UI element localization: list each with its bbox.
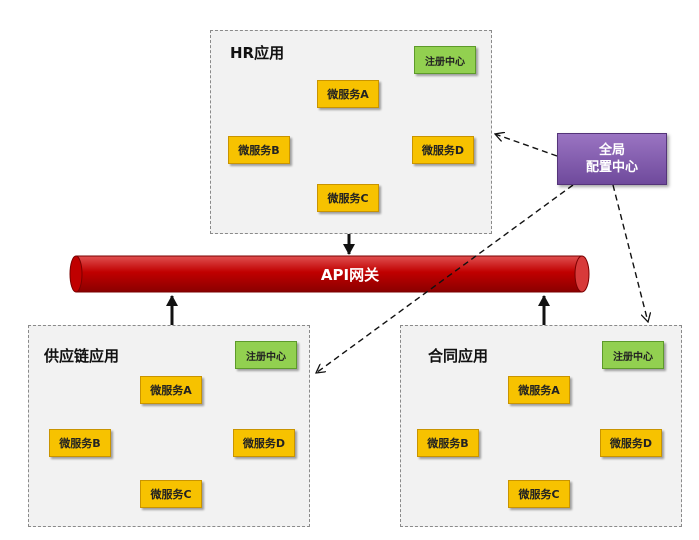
- contract-app-title: 合同应用: [428, 347, 489, 365]
- supply-service-d: 微服务D: [233, 429, 295, 457]
- global-config-center: 全局 配置中心: [557, 133, 667, 185]
- config-to-contract-arrow: [612, 184, 648, 322]
- contract-service-c: 微服务C: [508, 480, 570, 508]
- hr-service-b: 微服务B: [228, 136, 290, 164]
- api-gateway-label: API网关: [320, 266, 380, 284]
- supply-app-title: 供应链应用: [44, 347, 120, 365]
- supply-service-a: 微服务A: [140, 376, 202, 404]
- supply-service-b: 微服务B: [49, 429, 111, 457]
- supply-registry-center: 注册中心: [235, 341, 297, 369]
- config-to-hr-arrow: [495, 134, 558, 157]
- contract-service-a: 微服务A: [508, 376, 570, 404]
- api-gateway-pipe: [69, 255, 590, 293]
- hr-service-c: 微服务C: [317, 184, 379, 212]
- hr-service-a: 微服务A: [317, 80, 379, 108]
- config-to-supply-arrow: [316, 184, 574, 373]
- contract-service-b: 微服务B: [417, 429, 479, 457]
- contract-service-d: 微服务D: [600, 429, 662, 457]
- contract-registry-center: 注册中心: [602, 341, 664, 369]
- global-config-line2: 配置中心: [585, 160, 638, 175]
- hr-registry-center: 注册中心: [414, 46, 476, 74]
- global-config-line1: 全局: [598, 143, 625, 158]
- supply-service-c: 微服务C: [140, 480, 202, 508]
- hr-app-title: HR应用: [230, 44, 285, 62]
- hr-service-d: 微服务D: [412, 136, 474, 164]
